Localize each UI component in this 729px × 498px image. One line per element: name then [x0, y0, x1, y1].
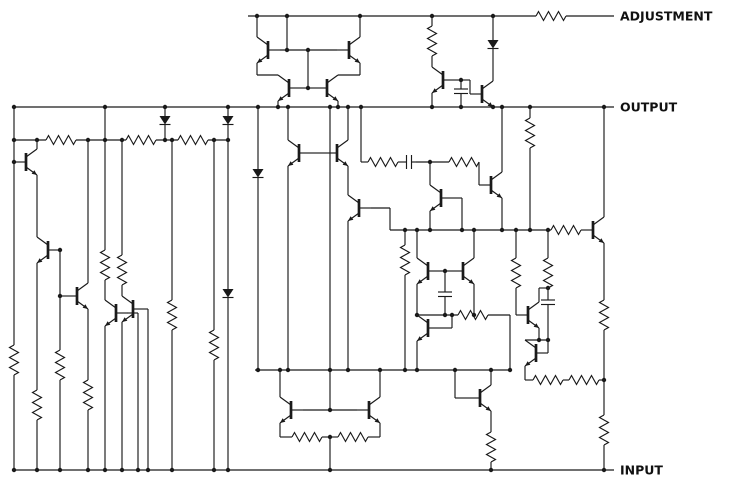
transistor: [415, 256, 442, 286]
transistor: [346, 193, 373, 223]
resistor: [426, 25, 438, 57]
transistor: [430, 65, 457, 95]
wire-segments: [13, 15, 614, 471]
capacitor: [453, 83, 469, 99]
resistor: [598, 414, 610, 446]
capacitor: [437, 286, 453, 302]
diode: [221, 284, 235, 306]
resistor: [568, 374, 600, 386]
resistor: [598, 299, 610, 331]
transistor: [466, 383, 493, 413]
transistor: [12, 147, 39, 177]
resistor: [291, 431, 323, 443]
transistor: [449, 256, 476, 286]
terminal-label-input: INPUT: [620, 463, 663, 478]
resistor: [485, 431, 497, 463]
transistor: [286, 138, 313, 168]
resistor: [116, 254, 128, 286]
resistor: [177, 134, 209, 146]
junction-dots: [11, 13, 607, 473]
resistor: [542, 257, 554, 289]
resistor: [399, 244, 411, 276]
transistor: [63, 281, 90, 311]
transistor: [35, 235, 62, 265]
transistor: [355, 395, 382, 425]
resistor: [535, 10, 567, 22]
transistor: [120, 294, 147, 324]
transistor: [477, 170, 504, 200]
transistor: [278, 395, 305, 425]
resistor: [166, 299, 178, 331]
resistor: [550, 224, 582, 236]
diode: [221, 111, 235, 133]
diode: [158, 111, 172, 133]
transistor: [523, 338, 550, 368]
terminal-label-output: OUTPUT: [620, 100, 678, 115]
transistor: [313, 73, 340, 103]
transistor: [428, 183, 455, 213]
resistor: [524, 117, 536, 149]
transistor: [579, 215, 606, 245]
capacitor: [401, 154, 417, 170]
transistor: [335, 35, 362, 65]
resistor: [31, 389, 43, 421]
resistor: [532, 374, 564, 386]
transistor: [468, 79, 495, 109]
resistor: [8, 344, 20, 376]
resistor: [125, 134, 157, 146]
resistor: [54, 349, 66, 381]
diode: [486, 35, 500, 57]
resistor: [448, 156, 480, 168]
transistor: [323, 138, 350, 168]
transistor: [276, 73, 303, 103]
diode: [251, 164, 265, 186]
resistor: [45, 134, 77, 146]
resistor: [208, 329, 220, 361]
components: [8, 10, 610, 463]
resistor: [337, 431, 369, 443]
transistor: [103, 298, 130, 328]
terminal-label-adjustment: ADJUSTMENT: [620, 9, 713, 24]
transistor: [514, 300, 541, 330]
transistor: [415, 313, 442, 343]
resistor: [99, 249, 111, 281]
transistor: [255, 35, 282, 65]
resistor: [367, 156, 399, 168]
resistor: [82, 379, 94, 411]
capacitor: [540, 294, 556, 310]
resistor: [510, 257, 522, 289]
